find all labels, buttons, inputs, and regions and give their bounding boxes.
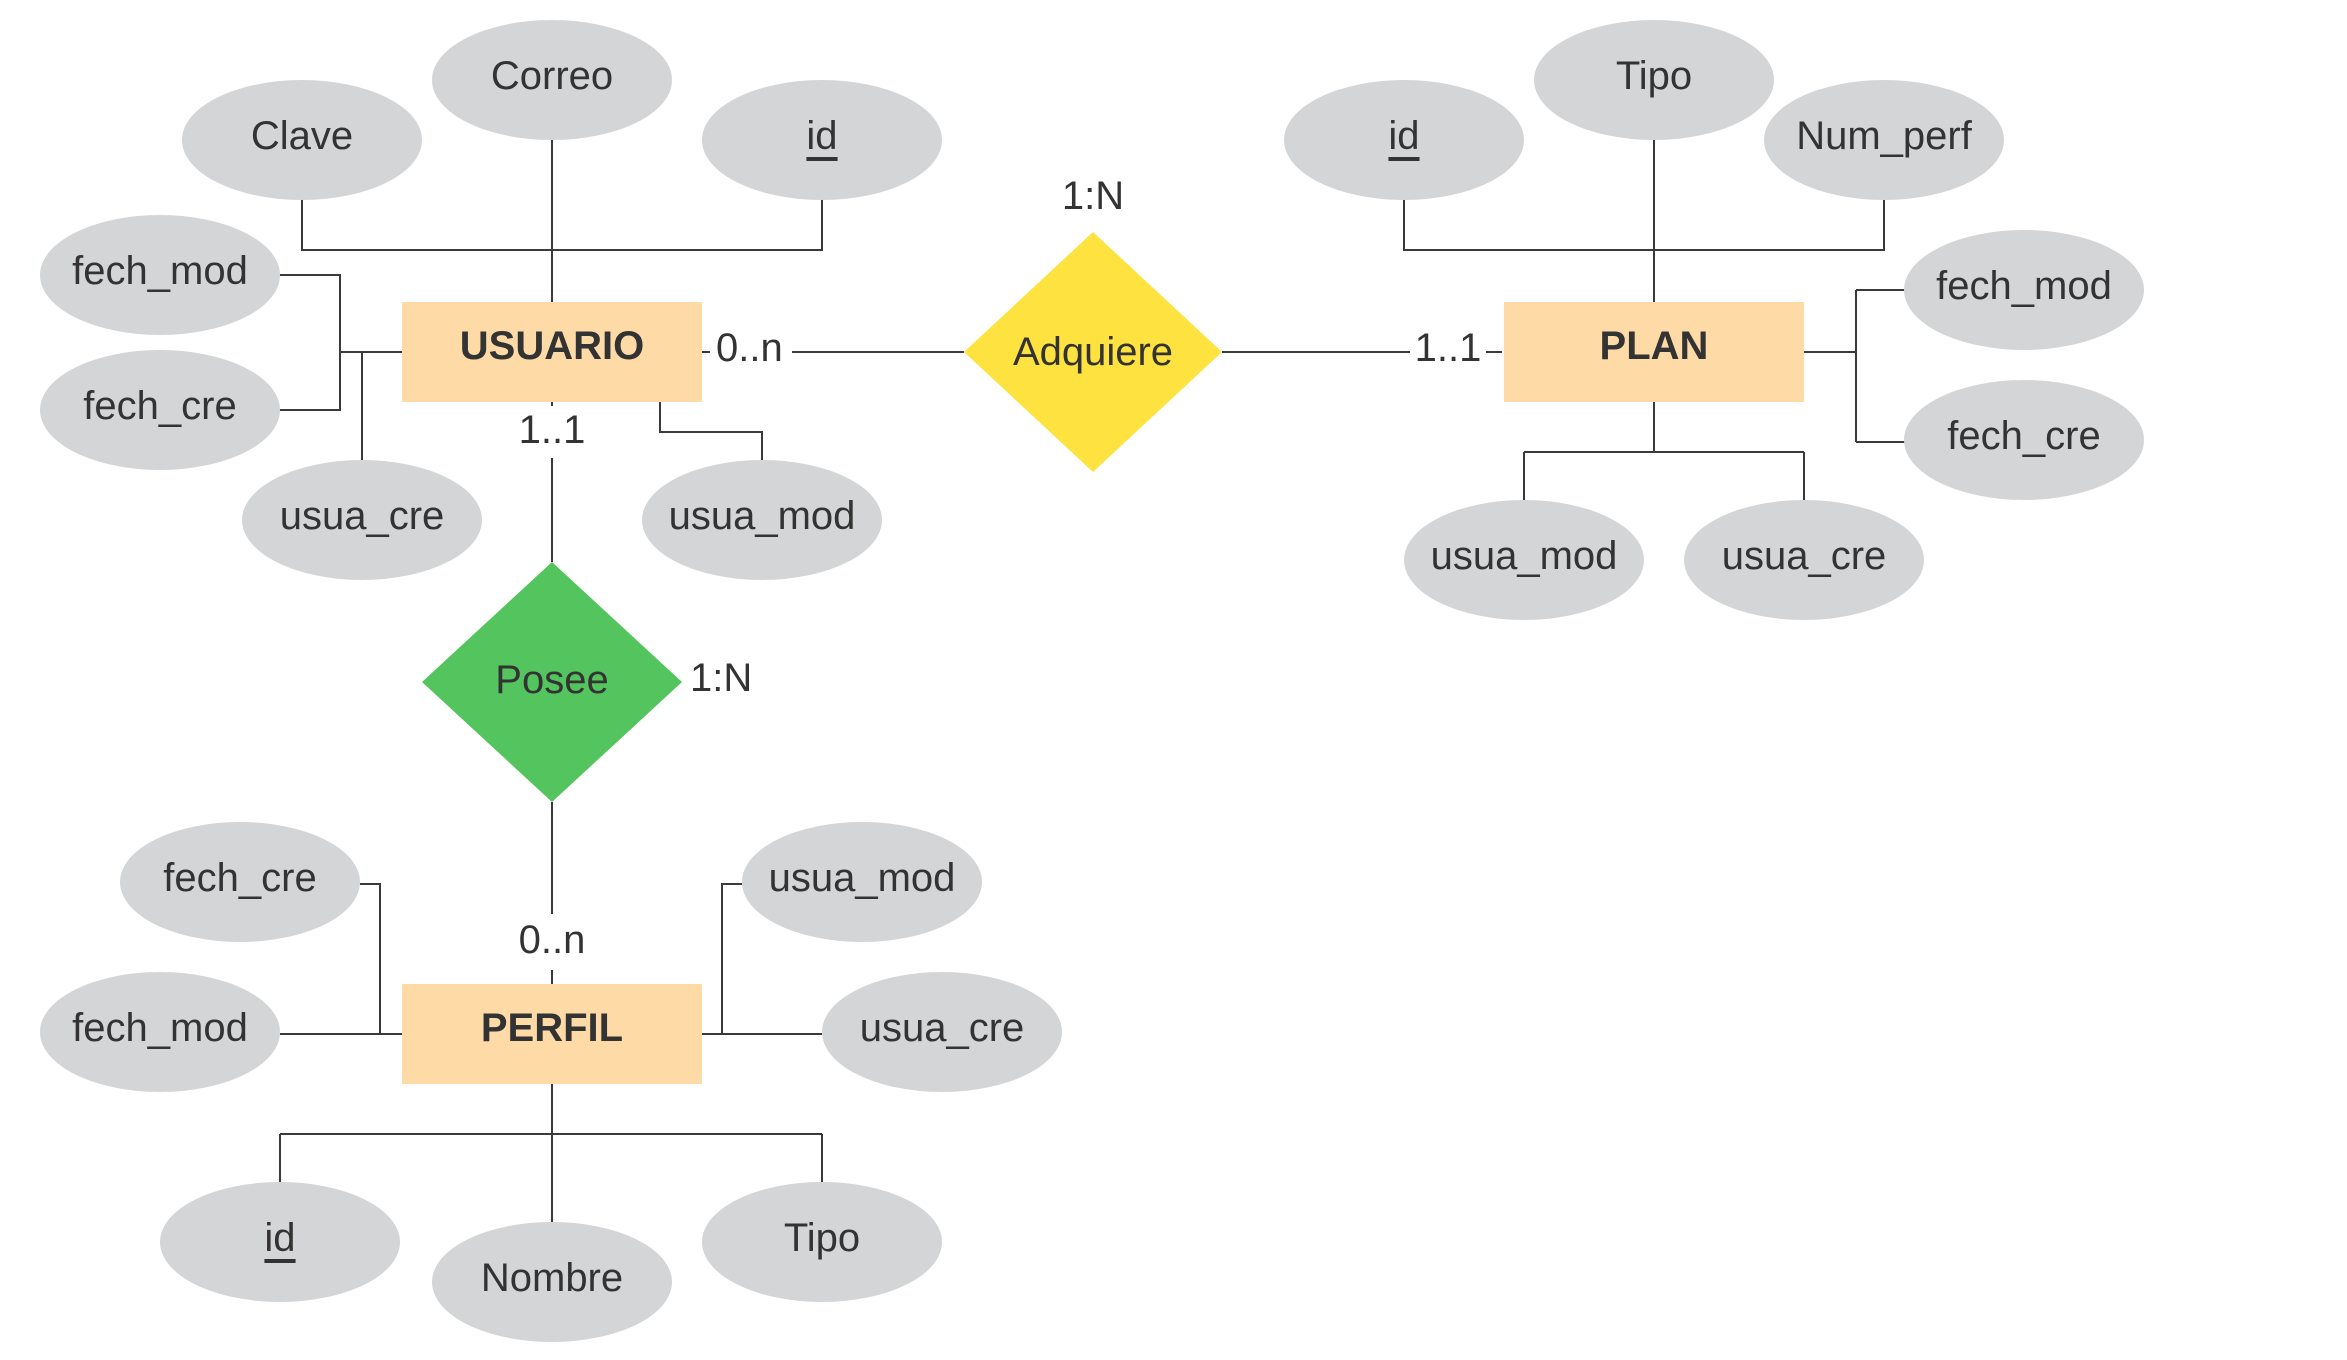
attribute-perfil-tipo-label: Tipo — [784, 1216, 860, 1260]
attribute-perfil-fech-cre[interactable]: fech_cre — [120, 822, 360, 942]
entity-plan-box[interactable] — [1504, 302, 1804, 402]
attribute-usuario-usua-cre[interactable]: usua_cre — [242, 460, 482, 580]
relationship-posee-diamond[interactable] — [422, 562, 682, 802]
attribute-usuario-fech-mod[interactable]: fech_mod — [40, 215, 280, 335]
attribute-usuario-correo[interactable]: Correo — [432, 20, 672, 140]
cardinality-usuario-posee-bg — [512, 406, 592, 458]
attribute-usuario-correo-label: Correo — [491, 54, 613, 98]
attribute-perfil-id[interactable]: id — [160, 1182, 400, 1302]
attribute-usuario-usua-mod[interactable]: usua_mod — [642, 460, 882, 580]
cardinality-usuario-adquiere-bg — [710, 322, 792, 376]
connector-usuario-usua-mod — [659, 402, 763, 462]
attribute-usuario-fech-mod-label: fech_mod — [72, 249, 248, 293]
relationship-posee[interactable]: Posee — [422, 562, 682, 802]
attribute-perfil-nombre[interactable]: Nombre — [432, 1222, 672, 1342]
attribute-plan-fech-cre-label: fech_cre — [1947, 414, 2100, 458]
cardinality-posee-perfil: 0..n — [519, 918, 586, 962]
cardinality-adquiere-plan-bg — [1410, 322, 1486, 376]
attribute-perfil-tipo[interactable]: Tipo — [702, 1182, 942, 1302]
attribute-perfil-usua-mod[interactable]: usua_mod — [742, 822, 982, 942]
relationship-posee-label: Posee — [495, 658, 608, 702]
relationship-adquiere-label: Adquiere — [1013, 330, 1173, 374]
connector-usuario-top — [301, 140, 823, 302]
connector-usuario-left — [280, 274, 402, 462]
attribute-perfil-id-label: id — [264, 1216, 295, 1260]
attribute-perfil-nombre-label: Nombre — [481, 1256, 623, 1300]
attribute-perfil-fech-cre-label: fech_cre — [163, 856, 316, 900]
attribute-plan-usua-cre[interactable]: usua_cre — [1684, 500, 1924, 620]
attribute-plan-usua-mod-label: usua_mod — [1431, 534, 1618, 578]
attribute-usuario-clave-label: Clave — [251, 114, 353, 158]
entity-usuario-box[interactable] — [402, 302, 702, 402]
attribute-perfil-usua-mod-label: usua_mod — [769, 856, 956, 900]
attribute-usuario-clave[interactable]: Clave — [182, 80, 422, 200]
entity-perfil-label: PERFIL — [481, 1006, 623, 1050]
attribute-perfil-usua-cre[interactable]: usua_cre — [822, 972, 1062, 1092]
cardinality-usuario-posee: 1..1 — [519, 408, 586, 452]
attribute-plan-usua-mod[interactable]: usua_mod — [1404, 500, 1644, 620]
entity-plan-label: PLAN — [1600, 324, 1709, 368]
attribute-usuario-fech-cre-label: fech_cre — [83, 384, 236, 428]
connector-perfil-left — [280, 883, 402, 1035]
connector-plan-bottom — [1523, 402, 1805, 502]
connector-perfil-right — [702, 883, 822, 1035]
attribute-plan-fech-cre[interactable]: fech_cre — [1904, 380, 2144, 500]
connector-plan-right — [1802, 289, 1906, 443]
attribute-usuario-fech-cre[interactable]: fech_cre — [40, 350, 280, 470]
attribute-perfil-fech-mod-label: fech_mod — [72, 1006, 248, 1050]
connector-plan-top — [1403, 140, 1885, 302]
attribute-usuario-id-label: id — [806, 114, 837, 158]
entity-perfil-box[interactable] — [402, 984, 702, 1084]
relationship-adquiere[interactable]: Adquiere — [964, 232, 1222, 472]
attribute-perfil-usua-cre-label: usua_cre — [860, 1006, 1025, 1050]
entity-perfil[interactable]: PERFIL — [402, 984, 702, 1084]
attribute-perfil-fech-mod[interactable]: fech_mod — [40, 972, 280, 1092]
attribute-usuario-usua-cre-label: usua_cre — [280, 494, 445, 538]
entity-usuario[interactable]: USUARIO — [402, 302, 702, 402]
attribute-plan-num-perf[interactable]: Num_perf — [1764, 80, 2004, 200]
relationship-adquiere-diamond[interactable] — [964, 232, 1222, 472]
attribute-plan-tipo-label: Tipo — [1616, 54, 1692, 98]
connector-perfil-bottom — [279, 1084, 823, 1224]
attribute-plan-id[interactable]: id — [1284, 80, 1524, 200]
attribute-usuario-usua-mod-label: usua_mod — [669, 494, 856, 538]
connectors — [279, 140, 1906, 1224]
attribute-plan-id-label: id — [1388, 114, 1419, 158]
relationship-adquiere-ratio: 1:N — [1062, 174, 1124, 218]
attribute-plan-fech-mod[interactable]: fech_mod — [1904, 230, 2144, 350]
relationship-posee-ratio: 1:N — [690, 656, 752, 700]
cardinality-usuario-adquiere: 0..n — [716, 326, 783, 370]
attribute-plan-fech-mod-label: fech_mod — [1936, 264, 2112, 308]
entity-plan[interactable]: PLAN — [1504, 302, 1804, 402]
entity-usuario-label: USUARIO — [460, 324, 644, 368]
cardinality-posee-perfil-bg — [512, 914, 592, 970]
cardinality-adquiere-plan: 1..1 — [1415, 326, 1482, 370]
attribute-plan-tipo[interactable]: Tipo — [1534, 20, 1774, 140]
attribute-plan-num-perf-label: Num_perf — [1796, 114, 1973, 158]
attribute-usuario-id[interactable]: id — [702, 80, 942, 200]
attribute-plan-usua-cre-label: usua_cre — [1722, 534, 1887, 578]
